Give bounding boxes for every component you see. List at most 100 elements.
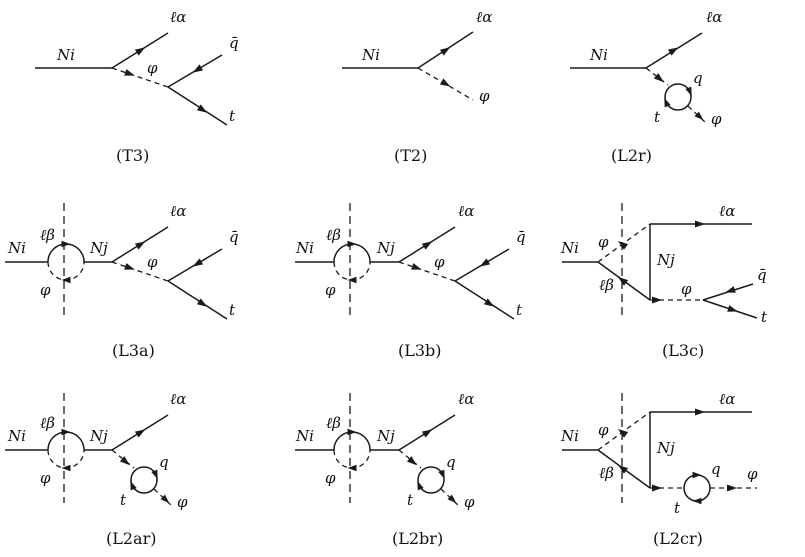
label-t: t <box>516 301 523 319</box>
label-l-alpha: ℓα <box>170 390 186 408</box>
arrow <box>347 428 357 436</box>
label-phi: φ <box>40 469 51 487</box>
label-Ni: Ni <box>589 46 608 64</box>
label-l-alpha: ℓα <box>476 8 492 26</box>
label-l-beta: ℓβ <box>40 414 55 432</box>
label-phi: φ <box>325 469 336 487</box>
caption-L2cr: (L2cr) <box>653 529 703 548</box>
line-t <box>167 86 228 126</box>
label-t: t <box>229 107 236 125</box>
arrow <box>347 464 357 472</box>
caption-L3a: (L3a) <box>112 341 155 360</box>
label-l-alpha: ℓα <box>170 8 186 26</box>
caption-T2: (T2) <box>394 146 427 165</box>
arrow <box>617 429 629 438</box>
label-phi: φ <box>177 493 188 511</box>
loop-phi-dashed <box>47 449 85 469</box>
arrow <box>134 47 146 56</box>
caption-T3: (T3) <box>116 146 149 165</box>
diagram-L3b: Ni ℓβ φ Nj ℓα φ q̄ t (L3b) <box>295 202 526 360</box>
arrow <box>664 97 671 108</box>
label-l-beta: ℓβ <box>326 226 341 244</box>
label-qbar: q̄ <box>229 34 239 52</box>
arrow <box>124 263 135 270</box>
arrow <box>406 456 417 466</box>
caption-L3b: (L3b) <box>398 341 442 360</box>
arrow <box>61 464 71 472</box>
arrow <box>196 298 208 307</box>
arrow <box>617 277 629 286</box>
line-t <box>167 280 228 320</box>
arrow <box>685 86 692 97</box>
label-Nj: Nj <box>656 439 675 457</box>
label-phi: φ <box>681 280 692 298</box>
loop-qt <box>130 466 158 494</box>
arrow <box>727 305 738 312</box>
label-t: t <box>229 301 236 319</box>
loop-phi-dashed <box>333 261 371 281</box>
arrow <box>61 240 71 248</box>
label-Nj: Nj <box>376 239 395 257</box>
label-phi: φ <box>434 253 445 271</box>
label-Ni: Ni <box>7 427 26 445</box>
arrow <box>652 484 662 492</box>
arrow <box>130 480 137 491</box>
arrow <box>694 111 704 121</box>
diagram-L2ar: Ni ℓβ φ Nj ℓα q t φ (L2ar) <box>5 390 188 548</box>
arrow <box>692 497 702 505</box>
loop-qt <box>664 83 692 111</box>
arrow <box>421 429 433 438</box>
label-phi: φ <box>147 59 158 77</box>
arrow <box>421 241 433 250</box>
caption-L2ar: (L2ar) <box>106 529 156 548</box>
label-phi: φ <box>40 281 51 299</box>
label-t: t <box>674 499 681 517</box>
label-phi: φ <box>325 281 336 299</box>
diagram-T2: Ni ℓα φ (T2) <box>342 8 492 165</box>
label-t: t <box>120 491 127 509</box>
arrow <box>652 296 662 304</box>
arrow <box>439 78 451 87</box>
loop-phi-dashed <box>47 261 85 281</box>
label-phi: φ <box>147 253 158 271</box>
label-l-alpha: ℓα <box>706 8 722 26</box>
label-l-alpha: ℓα <box>458 202 474 220</box>
label-Ni: Ni <box>7 239 26 257</box>
line-phi-dashed <box>111 449 135 469</box>
arrow <box>617 241 629 250</box>
loop-l-beta <box>47 243 85 263</box>
arrow <box>196 104 208 113</box>
arrow <box>192 258 204 267</box>
arrow <box>119 456 130 466</box>
label-Nj: Nj <box>89 239 108 257</box>
arrow <box>653 73 664 83</box>
arrow <box>695 408 705 416</box>
label-t: t <box>407 491 414 509</box>
line-phi-dashed <box>111 261 169 282</box>
arrow <box>347 240 357 248</box>
loop-qt <box>417 466 445 494</box>
label-Ni: Ni <box>295 427 314 445</box>
caption-L2br: (L2br) <box>392 529 443 548</box>
arrow <box>61 276 71 284</box>
label-phi: φ <box>598 421 609 439</box>
arrow <box>667 47 679 56</box>
label-Ni: Ni <box>361 46 380 64</box>
arrow <box>134 429 146 438</box>
label-phi: φ <box>598 233 609 251</box>
label-Ni: Ni <box>295 239 314 257</box>
label-l-alpha: ℓα <box>458 390 474 408</box>
loop-phi-dashed <box>333 449 371 469</box>
arrow <box>692 471 702 479</box>
label-phi: φ <box>464 493 475 511</box>
diagram-T3: Ni ℓα φ q̄ t (T3) <box>35 8 239 165</box>
line-t <box>454 280 515 320</box>
label-Ni: Ni <box>560 427 579 445</box>
arrow <box>411 263 422 270</box>
label-qbar: q̄ <box>757 266 767 284</box>
label-Nj: Nj <box>656 251 675 269</box>
arrow <box>617 465 629 474</box>
label-l-beta: ℓβ <box>326 414 341 432</box>
label-Ni: Ni <box>560 239 579 257</box>
